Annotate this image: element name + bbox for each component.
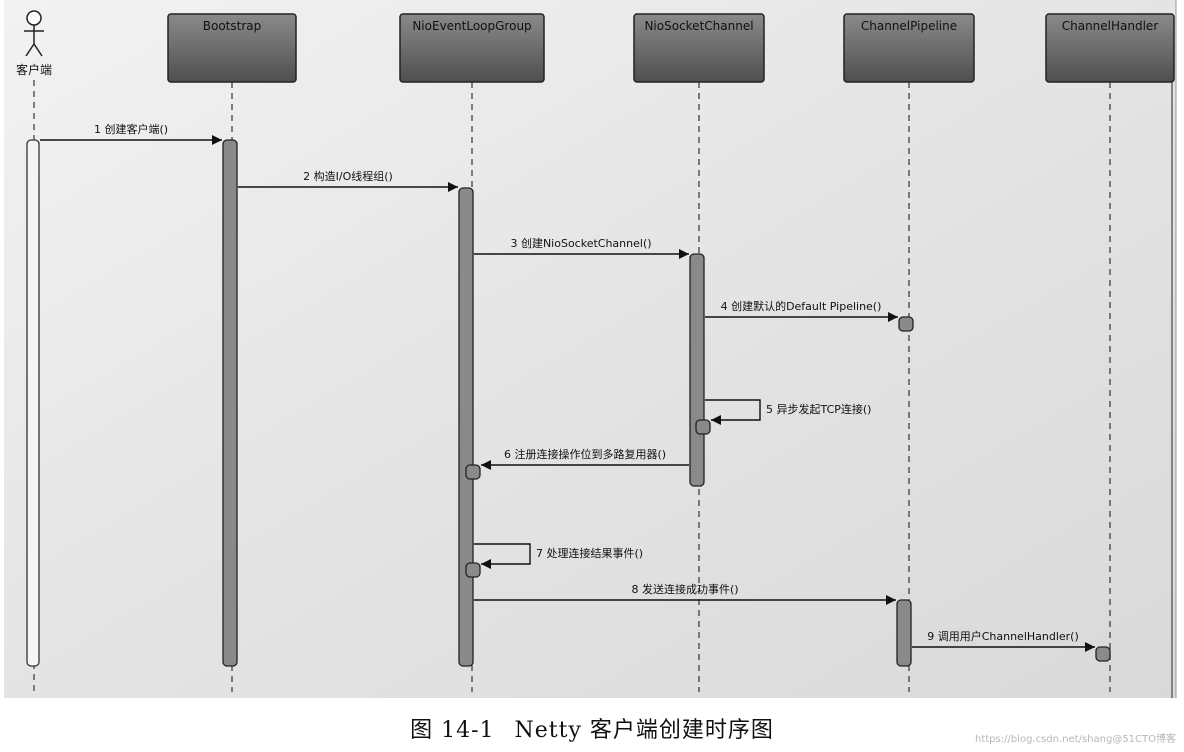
lifeline-header-channelpipeline: ChannelPipeline [843, 13, 975, 83]
lifeline-label-bootstrap: Bootstrap [203, 19, 261, 33]
figure-title: Netty 客户端创建时序图 [514, 718, 774, 743]
lifeline-header-niosocketchannel: NioSocketChannel [633, 13, 765, 83]
actor-label: 客户端 [16, 62, 52, 77]
client-actor-icon [24, 10, 44, 57]
activation-channel-self [695, 419, 711, 435]
message-label-9: 9 调用用户ChannelHandler() [927, 629, 1079, 643]
activation-handler [1095, 646, 1111, 662]
watermark: https://blog.csdn.net/shang@51CTO博客 [974, 734, 1176, 745]
message-label-2: 2 构造I/O线程组() [303, 169, 393, 183]
activation-group-self [465, 562, 481, 578]
diagram-background [4, 0, 1176, 698]
activation-pipeline-create [898, 316, 914, 332]
lifeline-header-nioeventloopgroup: NioEventLoopGroup [399, 13, 545, 83]
lifeline-header-bootstrap: Bootstrap [167, 13, 297, 83]
message-arrow-7 [474, 543, 531, 569]
message-label-7: 7 处理连接结果事件() [536, 547, 643, 560]
figure-caption: 图 14-1 Netty 客户端创建时序图 [0, 712, 1184, 744]
message-arrow-5 [705, 399, 761, 425]
message-label-8: 8 发送连接成功事件() [631, 582, 738, 596]
lifeline-header-channelhandler: ChannelHandler [1045, 13, 1175, 83]
message-label-1: 1 创建客户端() [94, 122, 168, 136]
message-label-4: 4 创建默认的Default Pipeline() [721, 299, 882, 313]
lifeline-label-channelpipeline: ChannelPipeline [861, 19, 957, 33]
activation-channelpipeline [896, 599, 912, 667]
sequence-diagram: 客户端 Bootstrap NioEventLoopGroup NioSocke… [4, 0, 1177, 698]
activation-bootstrap [222, 139, 238, 667]
activation-nioeventloopgroup [458, 187, 474, 667]
lifeline-label-nioeventloopgroup: NioEventLoopGroup [412, 19, 531, 33]
lifeline-label-niosocketchannel: NioSocketChannel [644, 19, 753, 33]
figure-number: 图 14-1 [410, 718, 495, 743]
message-label-6: 6 注册连接操作位到多路复用器() [504, 447, 666, 461]
activation-group-register [465, 464, 481, 480]
lifeline-label-channelhandler: ChannelHandler [1062, 19, 1159, 33]
activation-niosocketchannel [689, 253, 705, 487]
activation-client [26, 139, 40, 667]
message-label-5: 5 异步发起TCP连接() [766, 402, 871, 416]
message-label-3: 3 创建NioSocketChannel() [510, 236, 651, 250]
